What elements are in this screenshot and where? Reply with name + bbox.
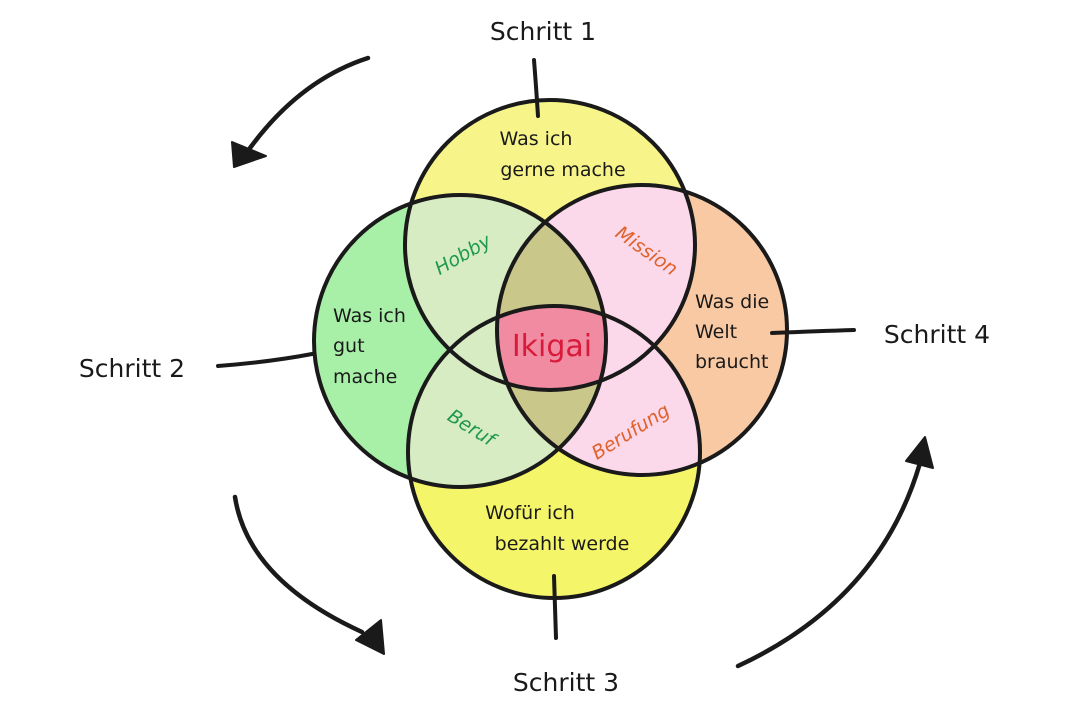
svg-text:gerne mache: gerne mache bbox=[500, 159, 625, 181]
svg-text:Welt: Welt bbox=[695, 321, 737, 343]
step-1-label: Schritt 1 bbox=[490, 17, 596, 46]
svg-text:Was ich: Was ich bbox=[500, 128, 573, 150]
circle-top-label: Was ich gerne mache bbox=[500, 128, 626, 181]
arrow-bottom-right bbox=[735, 436, 934, 669]
ikigai-center-label: Ikigai bbox=[512, 329, 592, 364]
circle-left-label: Was ich gut mache bbox=[333, 305, 406, 388]
step-2-label: Schritt 2 bbox=[79, 354, 185, 383]
connector-step-3 bbox=[552, 574, 558, 640]
arrowhead-icon bbox=[355, 619, 385, 655]
svg-text:mache: mache bbox=[333, 366, 397, 388]
connector-step-2 bbox=[216, 352, 314, 368]
step-4-label: Schritt 4 bbox=[884, 320, 990, 349]
connector-step-4 bbox=[770, 328, 856, 335]
arrow-bottom-left bbox=[232, 494, 385, 655]
svg-text:braucht: braucht bbox=[695, 351, 769, 373]
step-3-label: Schritt 3 bbox=[513, 668, 619, 697]
arrowhead-icon bbox=[231, 141, 267, 168]
svg-text:gut: gut bbox=[333, 335, 365, 357]
svg-text:bezahlt werde: bezahlt werde bbox=[495, 533, 630, 555]
overlap-center-lens bbox=[497, 195, 606, 475]
circle-left-outline bbox=[312, 193, 608, 489]
arrow-top-left bbox=[231, 55, 371, 168]
circle-outlines bbox=[312, 98, 789, 600]
svg-text:Was ich: Was ich bbox=[333, 305, 406, 327]
circle-top-outline bbox=[403, 98, 697, 392]
connector-step-1 bbox=[532, 58, 540, 118]
circle-right-outline bbox=[495, 183, 789, 477]
arrowhead-icon bbox=[905, 436, 934, 469]
circle-right-label: Was die Welt braucht bbox=[695, 291, 769, 373]
svg-text:Wofür ich: Wofür ich bbox=[485, 502, 575, 524]
svg-text:Was die: Was die bbox=[695, 291, 769, 313]
circle-bottom-label: Wofür ich bezahlt werde bbox=[485, 502, 629, 555]
